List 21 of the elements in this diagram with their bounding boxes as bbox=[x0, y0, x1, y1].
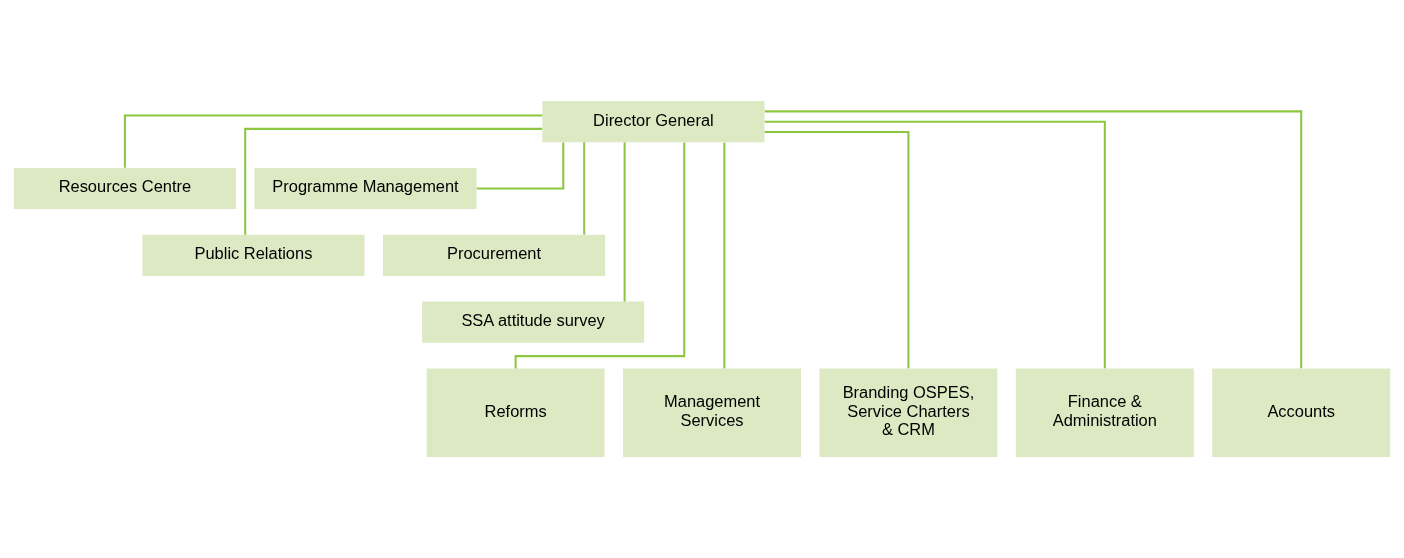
node-box: Resources Centre bbox=[13, 167, 236, 210]
connector bbox=[244, 127, 543, 235]
node-box: Public Relations bbox=[142, 234, 365, 276]
node-box: Branding OSPES, Service Charters & CRM bbox=[819, 368, 998, 457]
connector bbox=[723, 142, 726, 369]
node-box: Programme Management bbox=[254, 167, 477, 210]
node-box: SSA attitude survey bbox=[422, 301, 645, 343]
node-box: Finance & Administration bbox=[1015, 368, 1194, 457]
connector bbox=[476, 142, 565, 190]
node-box: Director General bbox=[542, 101, 765, 143]
node-box: Reforms bbox=[426, 368, 605, 457]
connector bbox=[764, 130, 910, 369]
connector bbox=[123, 114, 543, 168]
connector bbox=[514, 142, 686, 369]
node-box: Management Services bbox=[623, 368, 801, 457]
connector bbox=[764, 110, 1303, 369]
connector bbox=[623, 142, 626, 302]
connector bbox=[583, 142, 586, 235]
node-box: Accounts bbox=[1212, 368, 1391, 457]
connector bbox=[764, 120, 1106, 369]
node-box: Procurement bbox=[383, 234, 606, 276]
